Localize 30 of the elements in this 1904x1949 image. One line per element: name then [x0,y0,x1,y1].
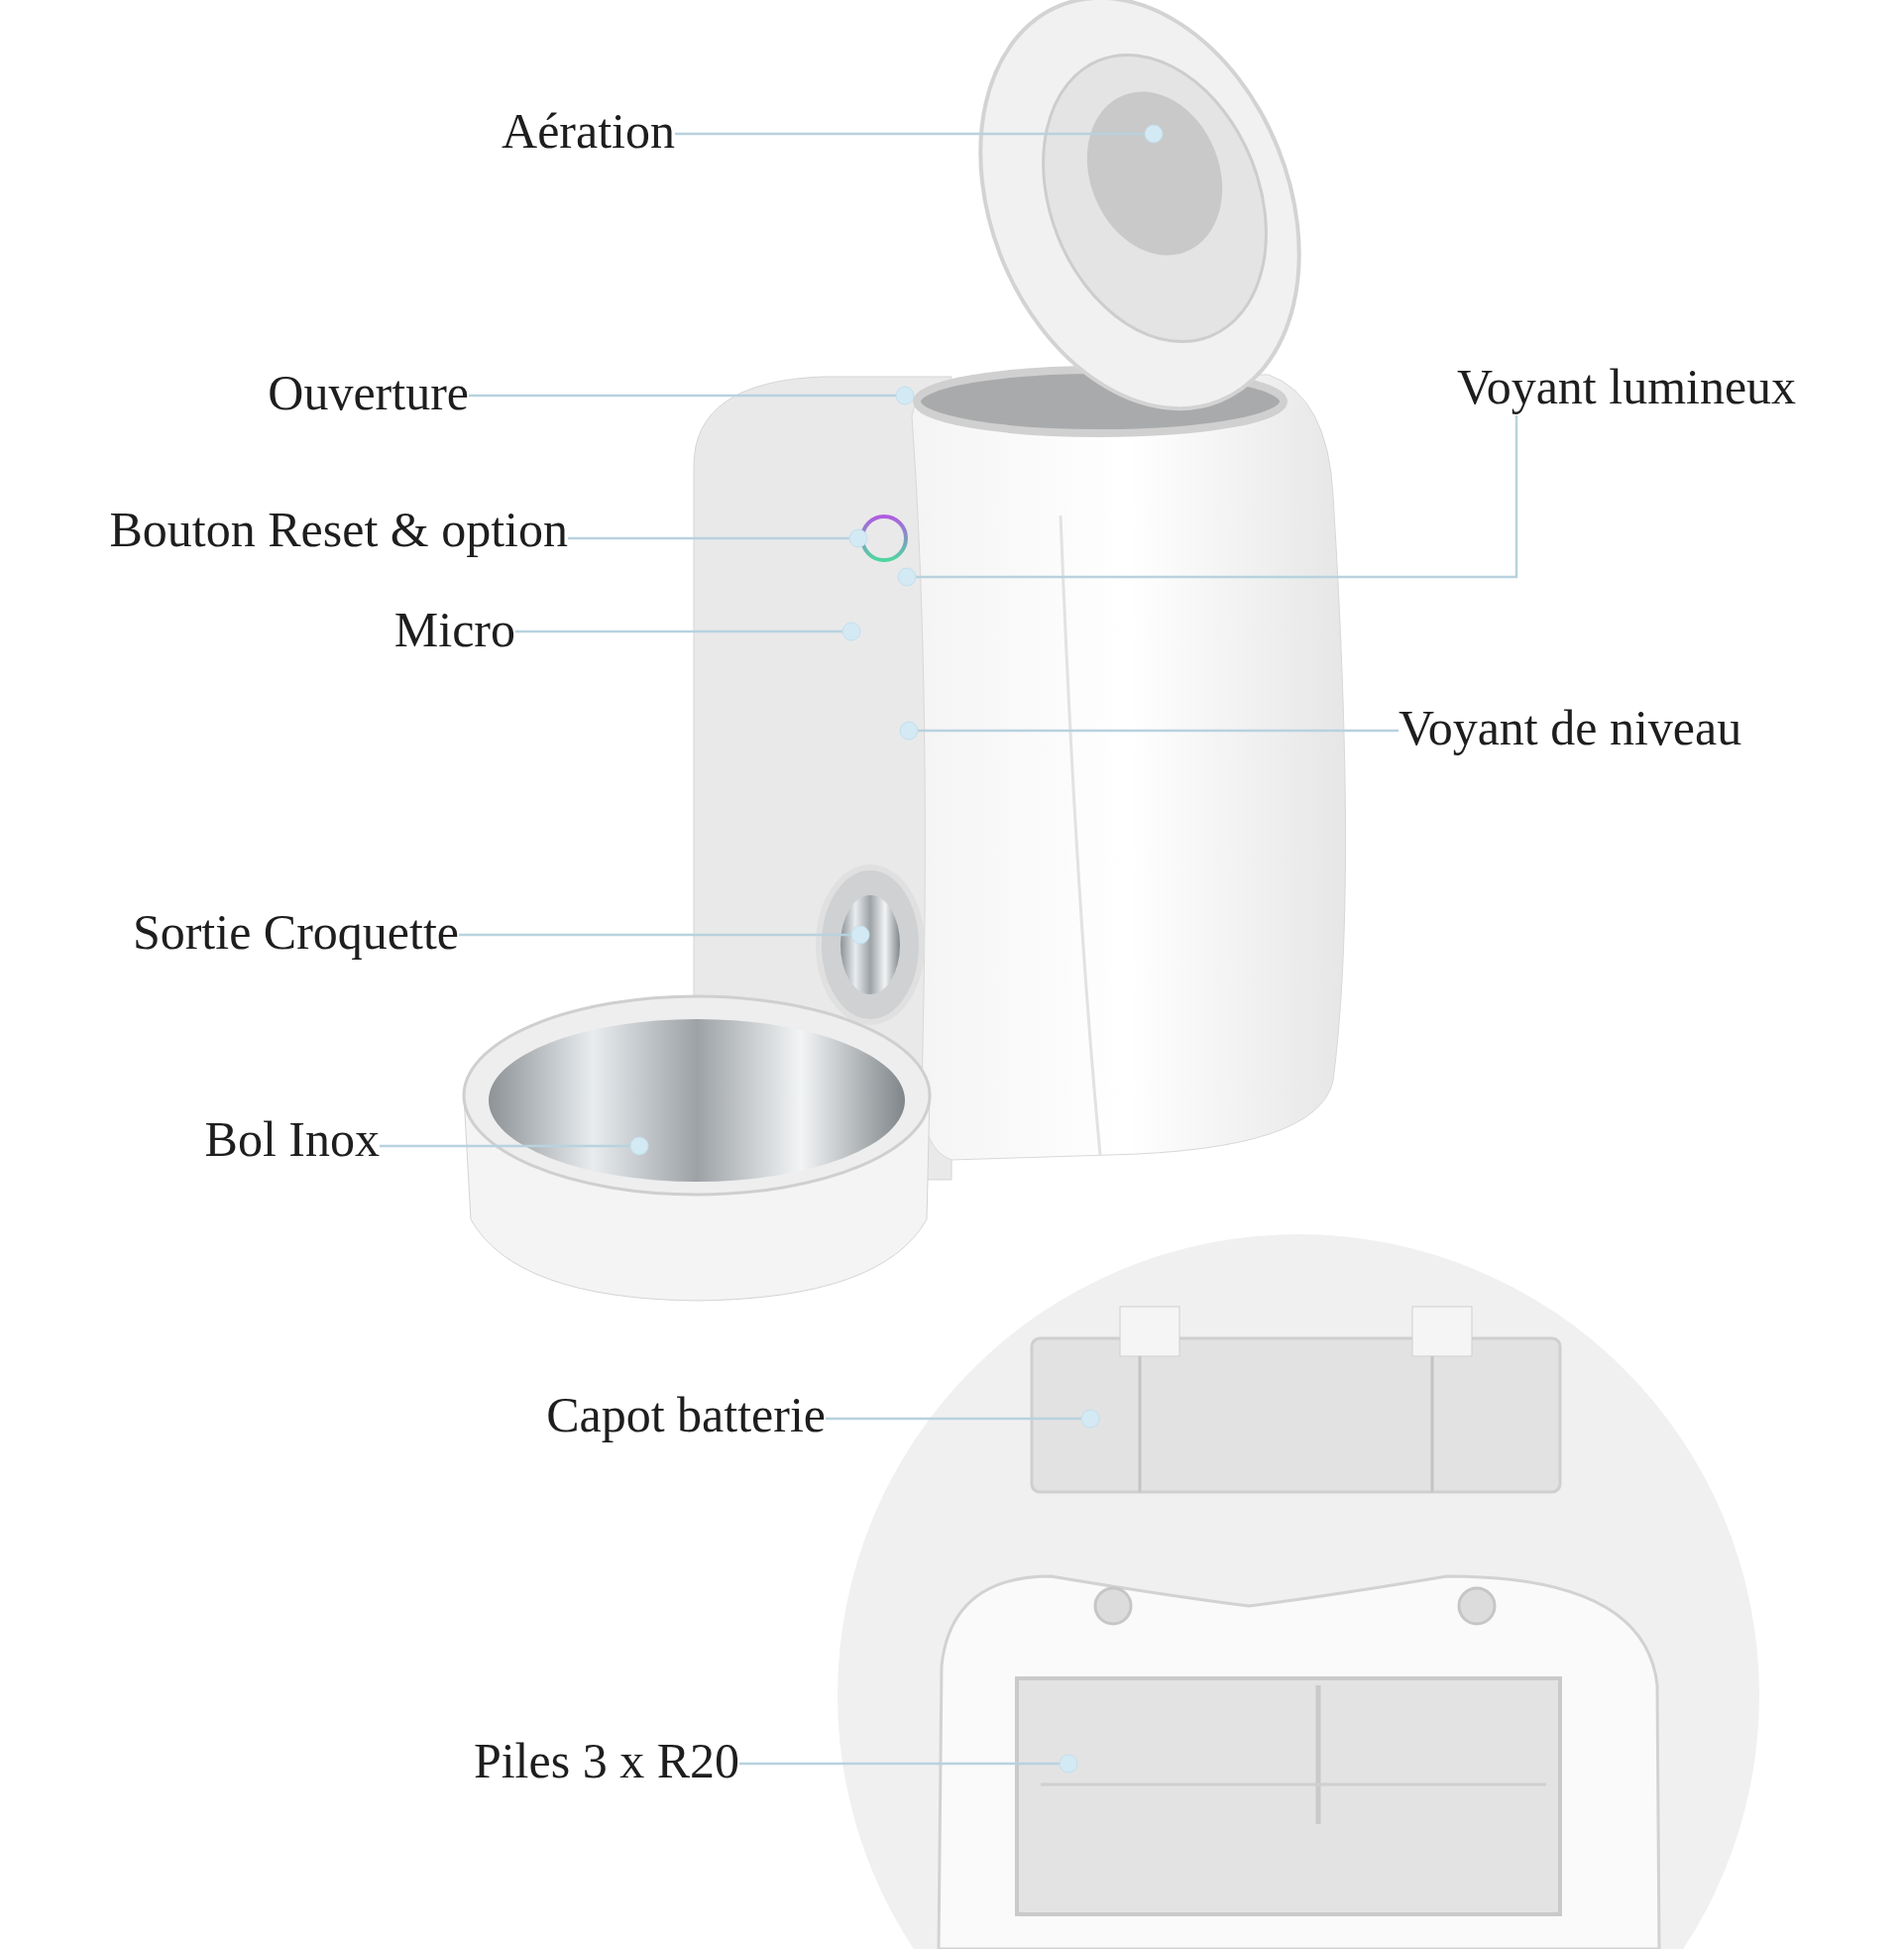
callout-dot [1144,124,1164,144]
callout-dot [850,925,870,945]
leader-line [459,933,851,937]
part-label: Capot batterie [546,1386,826,1443]
leader-line [380,1144,630,1148]
callout-dot [1059,1754,1078,1774]
leader-line [918,729,1399,733]
part-label: Bouton Reset & option [109,501,568,558]
callout-dot [1080,1409,1100,1429]
part-label: Voyant de niveau [1399,699,1742,756]
callout-dot [899,721,919,741]
callout-dot [841,622,861,641]
leader-line [515,630,842,633]
callout-dot [897,567,917,587]
leader-line [739,1762,1060,1766]
leader-line [568,536,849,540]
callout-dot [895,386,915,405]
part-label: Voyant lumineux [1457,358,1797,415]
leader-line [916,415,1518,579]
part-label: Sortie Croquette [132,903,459,961]
callout-dot [629,1136,649,1156]
part-label: Piles 3 x R20 [473,1732,739,1789]
part-label: Bol Inox [204,1110,380,1168]
part-label: Ouverture [268,364,469,421]
leader-line [675,132,1145,136]
leader-line [469,394,896,398]
part-label: Micro [393,601,515,658]
part-label: Aération [502,102,675,160]
callout-dot [848,528,868,548]
leader-line [826,1417,1081,1421]
